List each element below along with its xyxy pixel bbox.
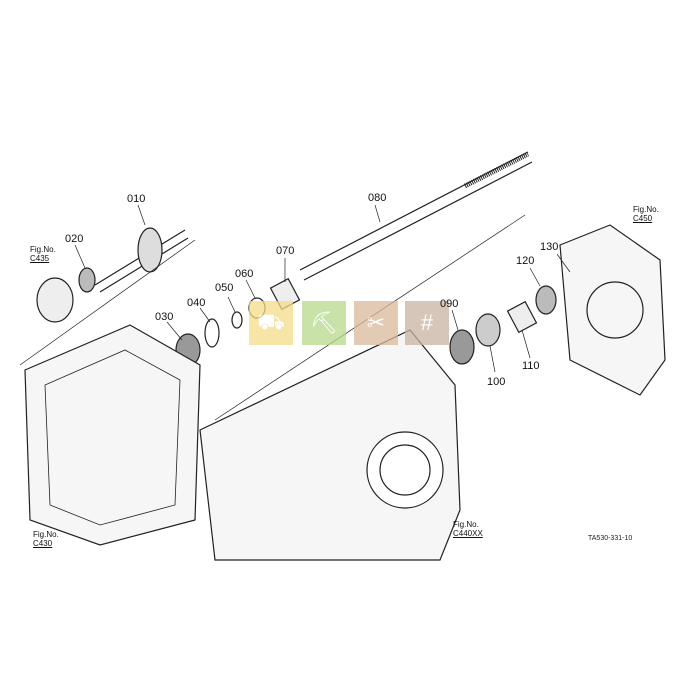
part-label-130: 130 — [540, 241, 559, 253]
fence-icon: # — [405, 301, 449, 345]
shaft-080 — [299, 151, 533, 281]
collar-110 — [506, 300, 538, 334]
tools-icon: ✂ — [354, 301, 398, 345]
fig-ref-c435: Fig.No.C435 — [30, 245, 56, 263]
housing-c450 — [559, 224, 666, 396]
fig-ref-c450: Fig.No.C450 — [633, 205, 659, 223]
shaft-010 — [94, 227, 189, 293]
part-label-090: 090 — [440, 298, 459, 310]
gear-120 — [535, 285, 557, 315]
fig-ref-c430: Fig.No.C430 — [33, 530, 59, 548]
part-label-050: 050 — [215, 282, 234, 294]
drawing-code: TA530-331-10 — [588, 535, 633, 542]
part-label-120: 120 — [516, 255, 535, 267]
part-label-010: 010 — [127, 193, 146, 205]
part-label-030: 030 — [155, 311, 174, 323]
bearing-090 — [449, 329, 475, 365]
part-label-020: 020 — [65, 233, 84, 245]
part-label-110: 110 — [522, 360, 540, 372]
part-label-080: 080 — [368, 192, 387, 204]
part-label-060: 060 — [235, 268, 254, 280]
part-label-070: 070 — [276, 245, 295, 257]
gear-c435 — [36, 277, 74, 323]
tractor-icon: ⛟ — [249, 301, 293, 345]
gear-100 — [475, 313, 501, 347]
bearing-020 — [78, 267, 96, 293]
part-label-040: 040 — [187, 297, 206, 309]
washer-050 — [231, 311, 243, 329]
wheelbarrow-icon: ⛏ — [302, 301, 346, 345]
housing-c430 — [24, 324, 201, 546]
part-label-100: 100 — [487, 376, 506, 388]
fig-ref-c440xx: Fig.No.C440XX — [453, 520, 483, 538]
snap-ring-040 — [204, 318, 220, 348]
